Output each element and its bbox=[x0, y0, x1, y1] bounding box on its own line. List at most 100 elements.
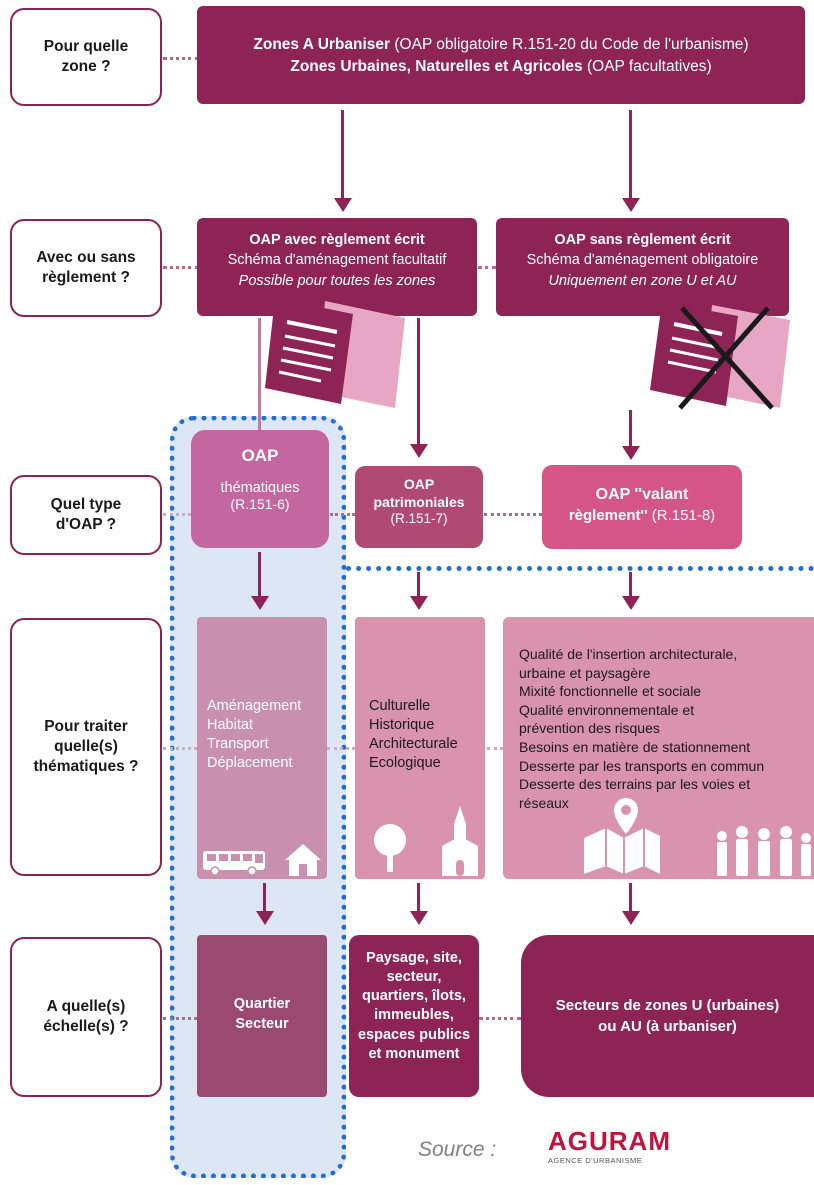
question-type: Quel type d'OAP ? bbox=[10, 475, 162, 555]
echelle-item: Paysage, site, bbox=[366, 950, 462, 966]
arrow-thematiques-themes bbox=[258, 552, 261, 598]
type-thematiques-title: OAP bbox=[241, 446, 279, 465]
theme-item: Desserte des terrains par les voies et bbox=[519, 776, 751, 793]
theme-item: Architecturale bbox=[369, 735, 458, 752]
arrowhead-sans-valant bbox=[622, 446, 640, 460]
zones-au-label: Zones A Urbaniser bbox=[253, 36, 391, 53]
arrowhead-thematiques-themes bbox=[251, 596, 269, 610]
theme-item: Habitat bbox=[207, 716, 253, 733]
connector-thematiques-mid bbox=[327, 747, 355, 750]
arrow-sans-valant bbox=[629, 410, 632, 448]
connector-echelle bbox=[163, 1017, 197, 1020]
theme-item: urbaine et paysagère bbox=[519, 664, 651, 681]
question-echelle: A quelle(s) échelle(s) ? bbox=[10, 937, 162, 1097]
type-valant-box: OAP ''valant règlement'' (R.151-8) bbox=[542, 465, 742, 549]
question-reglement: Avec ou sans règlement ? bbox=[10, 219, 162, 317]
arrowhead-zones-sans bbox=[622, 198, 640, 212]
type-valant-ref: (R.151-8) bbox=[647, 506, 716, 524]
tree-icon bbox=[374, 824, 406, 872]
theme-item: Ecologique bbox=[369, 754, 441, 771]
theme-item: Desserte par les transports en commun bbox=[519, 757, 765, 774]
zones-una-label: Zones Urbaines, Naturelles et Agricoles bbox=[290, 57, 583, 75]
theme-item: Aménagement bbox=[207, 698, 302, 714]
arrow-patrimoniales-echelle bbox=[417, 883, 420, 913]
echelle-item: Secteur bbox=[235, 1015, 289, 1032]
type-patrimoniales-title: OAP bbox=[403, 476, 435, 492]
connector-type bbox=[163, 513, 191, 516]
theme-item: Transport bbox=[207, 735, 269, 752]
type-patrimoniales-name: patrimoniales bbox=[373, 493, 465, 510]
type-valant-title: OAP ''valant bbox=[595, 486, 689, 503]
arrow-valant-echelle bbox=[629, 883, 632, 913]
theme-item: Culturelle bbox=[369, 698, 431, 714]
church-icon bbox=[442, 806, 478, 876]
echelle-item: et monument bbox=[368, 1045, 460, 1062]
connector-reglement-mid bbox=[478, 266, 496, 269]
arrowhead-patrimoniales-themes bbox=[410, 596, 428, 610]
sans-zones: Uniquement en zone U et AU bbox=[548, 272, 737, 289]
echelle-item: ou AU (à urbaniser) bbox=[598, 1018, 737, 1035]
echelle-item: espaces publics bbox=[357, 1026, 471, 1043]
echelle-thematiques-box: Quartier Secteur bbox=[197, 935, 327, 1097]
connector-reglement bbox=[163, 266, 199, 269]
arrow-avec-thematiques bbox=[258, 318, 261, 438]
source-label: Source : bbox=[418, 1138, 497, 1161]
type-valant-name: règlement'' bbox=[568, 506, 648, 524]
arrow-zones-avec bbox=[341, 110, 344, 200]
arrowhead-avec-patrimoniales bbox=[410, 444, 428, 458]
question-zone: Pour quelle zone ? bbox=[10, 8, 162, 106]
sans-schema: Schéma d'aménagement obligatoire bbox=[526, 252, 759, 269]
echelle-patrimoniales-box: Paysage, site, secteur, quartiers, îlots… bbox=[349, 935, 479, 1097]
arrow-avec-patrimoniales bbox=[417, 318, 420, 446]
type-patrimoniales-box: OAP patrimoniales (R.151-7) bbox=[355, 466, 483, 548]
blue-dotted-separator bbox=[346, 566, 814, 571]
theme-item: Historique bbox=[369, 716, 435, 733]
sans-reglement-box: OAP sans règlement écrit Schéma d'aménag… bbox=[496, 218, 789, 316]
theme-item: Qualité environnementale et bbox=[519, 701, 695, 718]
aguram-logo: AGURAM AGENCE D'URBANISME bbox=[548, 1128, 688, 1176]
avec-schema: Schéma d'aménagement facultatif bbox=[227, 252, 447, 269]
connector-thematiques bbox=[163, 747, 197, 750]
theme-item: Mixité fonctionnelle et sociale bbox=[519, 683, 702, 700]
connector-thematiques-mid2 bbox=[487, 747, 503, 750]
echelle-item: immeubles, bbox=[374, 1007, 454, 1024]
type-thematiques-box: OAP thématiques (R.151-6) bbox=[191, 430, 329, 548]
echelle-item: Quartier bbox=[233, 996, 291, 1012]
arrow-valant-themes bbox=[629, 572, 632, 598]
logo-subtext: AGENCE D'URBANISME bbox=[548, 1156, 643, 1165]
avec-zones: Possible pour toutes les zones bbox=[238, 272, 436, 289]
arrowhead-zones-avec bbox=[334, 198, 352, 212]
theme-item: Qualité de l'insertion architecturale, bbox=[519, 646, 738, 662]
zones-box: Zones A Urbaniser (OAP obligatoire R.151… bbox=[197, 6, 805, 104]
connector-type-mid1 bbox=[330, 513, 355, 516]
theme-item: Besoins en matière de stationnement bbox=[519, 739, 751, 756]
sans-title: OAP sans règlement écrit bbox=[554, 232, 731, 248]
theme-item: prévention des risques bbox=[519, 720, 660, 737]
arrow-zones-sans bbox=[629, 110, 632, 200]
type-patrimoniales-ref: (R.151-7) bbox=[390, 511, 448, 526]
themes-thematiques-box: Aménagement Habitat Transport Déplacemen… bbox=[197, 617, 327, 879]
echelle-item: Secteurs de zones U (urbaines) bbox=[555, 997, 780, 1014]
bus-icon bbox=[203, 851, 265, 876]
people-icon bbox=[717, 826, 811, 876]
connector-type-mid2 bbox=[484, 513, 542, 516]
avec-reglement-box: OAP avec règlement écrit Schéma d'aménag… bbox=[197, 218, 477, 316]
logo-text: AGURAM bbox=[548, 1126, 671, 1156]
theme-item: Déplacement bbox=[207, 754, 293, 771]
house-icon bbox=[285, 844, 321, 876]
type-thematiques-ref: (R.151-6) bbox=[230, 496, 290, 512]
arrow-thematiques-echelle bbox=[263, 883, 266, 913]
document-icon bbox=[265, 298, 405, 408]
echelle-valant-box: Secteurs de zones U (urbaines) ou AU (à … bbox=[521, 935, 814, 1097]
zones-una-detail: (OAP facultatives) bbox=[582, 57, 712, 75]
echelle-item: quartiers, îlots, bbox=[362, 988, 466, 1005]
echelle-item: secteur, bbox=[386, 969, 442, 986]
arrowhead-valant-echelle bbox=[622, 911, 640, 925]
connector-zone bbox=[163, 57, 199, 60]
avec-title: OAP avec règlement écrit bbox=[249, 232, 425, 248]
arrowhead-thematiques-echelle bbox=[256, 911, 274, 925]
connector-echelle-mid bbox=[479, 1017, 521, 1020]
document-crossed-icon bbox=[650, 302, 790, 410]
arrowhead-valant-themes bbox=[622, 596, 640, 610]
question-thematiques: Pour traiter quelle(s) thématiques ? bbox=[10, 618, 162, 876]
